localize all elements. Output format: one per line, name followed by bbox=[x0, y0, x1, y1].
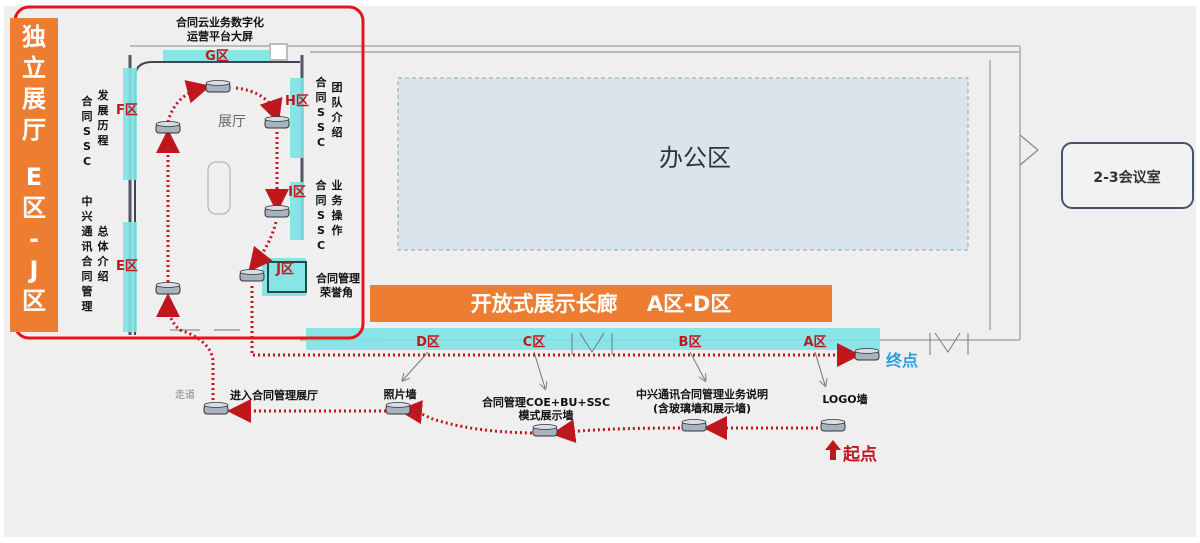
station-enter[interactable] bbox=[203, 402, 229, 415]
e-zone-label-col1: 中兴通讯合同管理 bbox=[81, 195, 93, 313]
side-banner-char: 厅 bbox=[22, 116, 46, 144]
zone-h-label: H区 bbox=[285, 94, 309, 109]
zone-b-label: B区 bbox=[679, 335, 702, 350]
logo-wall-label: LOGO墙 bbox=[822, 392, 867, 406]
hall-name: 展厅 bbox=[218, 114, 246, 130]
zone-c-label: C区 bbox=[523, 335, 546, 350]
start-label: 起点 bbox=[842, 444, 877, 465]
station-j[interactable] bbox=[239, 269, 265, 282]
zone-j-label: J区 bbox=[275, 262, 294, 277]
walkway-label: 走道 bbox=[175, 388, 195, 401]
coe-wall-label-1: 合同管理COE+BU+SSC bbox=[482, 395, 610, 409]
h-zone-label-col2: 团队介绍 bbox=[331, 81, 343, 139]
center-display bbox=[207, 161, 231, 215]
start-arrow-icon bbox=[825, 440, 841, 460]
j-zone-frame bbox=[267, 261, 307, 293]
side-banner-char: E bbox=[25, 163, 43, 191]
zone-i-label: I区 bbox=[288, 185, 306, 200]
zte-wall-label-1: 中兴通讯合同管理业务说明 bbox=[636, 387, 768, 401]
photo-wall-label: 照片墙 bbox=[384, 387, 417, 401]
zone-f-label: F区 bbox=[116, 103, 138, 118]
station-zte[interactable] bbox=[681, 419, 707, 432]
zone-d-label: D区 bbox=[416, 335, 440, 350]
h-zone-label-col1: 合同SSC bbox=[315, 76, 327, 149]
exhibit-panels bbox=[123, 50, 880, 350]
office-label: 办公区 bbox=[659, 144, 731, 172]
station-end[interactable] bbox=[854, 348, 880, 361]
side-banner-char: - bbox=[29, 225, 39, 253]
meeting-room-label: 2-3会议室 bbox=[1093, 169, 1160, 186]
office-area bbox=[397, 77, 969, 251]
coe-wall-label-2: 模式展示墙 bbox=[519, 408, 574, 422]
honor-corner-label-1: 合同管理 bbox=[316, 271, 360, 285]
zone-a-label: A区 bbox=[803, 335, 826, 350]
side-banner-char: 区 bbox=[22, 287, 46, 315]
station-f[interactable] bbox=[155, 121, 181, 134]
zone-e-label: E区 bbox=[116, 259, 138, 274]
f-zone-label-col1: 合同SSC bbox=[81, 95, 93, 168]
i-zone-label-col1: 合同SSC bbox=[315, 179, 327, 252]
screen-caption-2: 运营平台大屏 bbox=[187, 29, 253, 43]
screen-caption-1: 合同云业务数字化 bbox=[176, 15, 264, 29]
side-banner-char: 区 bbox=[22, 194, 46, 222]
visit-route bbox=[156, 80, 861, 444]
corridor-banner-text: 开放式展示长廊 A区-D区 bbox=[471, 292, 732, 316]
corridor-banner bbox=[370, 285, 832, 322]
side-banner-char: 立 bbox=[22, 54, 46, 82]
enter-hall-label: 进入合同管理展厅 bbox=[230, 388, 318, 402]
station-i[interactable] bbox=[264, 205, 290, 218]
station-coe[interactable] bbox=[532, 424, 558, 437]
corridor-doors bbox=[170, 329, 969, 355]
i-zone-label-col2: 业务操作 bbox=[331, 179, 343, 237]
honor-corner-label-2: 荣誉角 bbox=[319, 285, 353, 299]
e-zone-label-col2: 总体介绍 bbox=[97, 225, 109, 283]
hall-side-banner bbox=[10, 18, 58, 332]
station-photo[interactable] bbox=[385, 402, 411, 415]
zte-wall-label-2: (含玻璃墙和展示墙) bbox=[653, 401, 751, 415]
side-banner-char: J bbox=[29, 256, 39, 284]
station-h[interactable] bbox=[264, 116, 290, 129]
f-zone-label-col2: 发展历程 bbox=[97, 89, 109, 147]
station-logo[interactable] bbox=[820, 419, 846, 432]
side-banner-char: 展 bbox=[22, 85, 46, 113]
pointer-arrows bbox=[403, 351, 825, 388]
meeting-room[interactable] bbox=[1061, 142, 1194, 209]
zone-g-label: G区 bbox=[205, 49, 229, 64]
station-e[interactable] bbox=[155, 282, 181, 295]
side-banner-char: 独 bbox=[22, 23, 46, 51]
station-g[interactable] bbox=[205, 80, 231, 93]
end-label: 终点 bbox=[886, 351, 918, 370]
